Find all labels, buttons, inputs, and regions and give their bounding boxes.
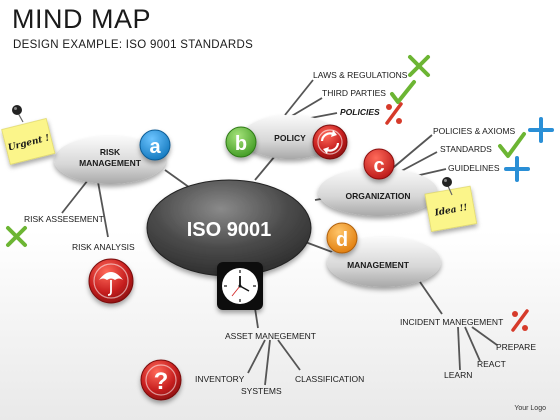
branch-standards: STANDARDS [440,144,492,154]
plus-icon [528,117,554,143]
checkmark-icon [390,80,416,104]
branch-laws-regulations: LAWS & REGULATIONS [313,70,408,80]
cross-icon [408,55,430,77]
node-risk-label-1: RISK [100,147,121,157]
page-subtitle: DESIGN EXAMPLE: ISO 9001 STANDARDS [13,39,254,51]
center-label: ISO 9001 [187,219,272,241]
badge-a: a [139,129,171,161]
branch-incident-manegement: INCIDENT MANEGEMENT [400,317,503,327]
svg-text:a: a [149,136,161,158]
umbrella-icon [88,258,134,304]
svg-text:c: c [373,155,384,177]
node-risk-label-2: MANAGEMENT [79,158,142,168]
branch-systems: SYSTEMS [241,386,282,396]
sticky-note-urgent: Urgent ! [1,105,56,165]
branch-risk-assesement: RISK ASSESEMENT [24,214,104,224]
node-management[interactable]: MANAGEMENT [327,237,441,287]
branch-third-parties: THIRD PARTIES [322,88,386,98]
branch-asset-manegement: ASSET MANEGEMENT [225,331,316,341]
clock-icon [217,262,263,310]
branch-prepare: PREPARE [496,342,536,352]
cross-icon [6,226,27,247]
branch-learn: LEARN [444,370,472,380]
svg-text:?: ? [154,368,169,395]
branch-react: REACT [477,359,506,369]
node-organization-label: ORGANIZATION [345,191,410,201]
branch-classification: CLASSIFICATION [295,374,364,384]
pushpin-icon [12,105,24,123]
badge-b: b [225,126,257,158]
svg-text:b: b [235,133,247,155]
branch-policies: POLICIES [340,107,380,117]
svg-text:d: d [336,229,348,251]
question-icon: ? [140,359,182,401]
checkmark-icon [498,132,526,158]
badge-c: c [363,148,395,180]
pushpin-icon [442,177,453,196]
center-node[interactable]: ISO 9001 [146,179,312,277]
branch-inventory: INVENTORY [195,374,245,384]
node-organization[interactable]: ORGANIZATION [318,168,438,216]
sticky-note-idea: Idea !! [424,177,478,232]
branch-policies-axioms: POLICIES & AXIOMS [433,126,516,136]
footer-logo: Your Logo [514,405,546,412]
page-title: MIND MAP [12,4,151,34]
branch-guidelines: GUIDELINES [448,163,500,173]
percent-icon [385,102,403,125]
connector-lines [61,79,498,386]
branch-risk-analysis: RISK ANALYSIS [72,242,135,252]
plus-icon [504,156,530,182]
recycle-icon [312,124,348,160]
node-policy-label: POLICY [274,133,306,143]
node-risk-management[interactable]: RISK MANAGEMENT [54,136,166,184]
badge-d: d [326,222,358,254]
percent-icon [511,309,529,332]
node-management-label: MANAGEMENT [347,260,410,270]
